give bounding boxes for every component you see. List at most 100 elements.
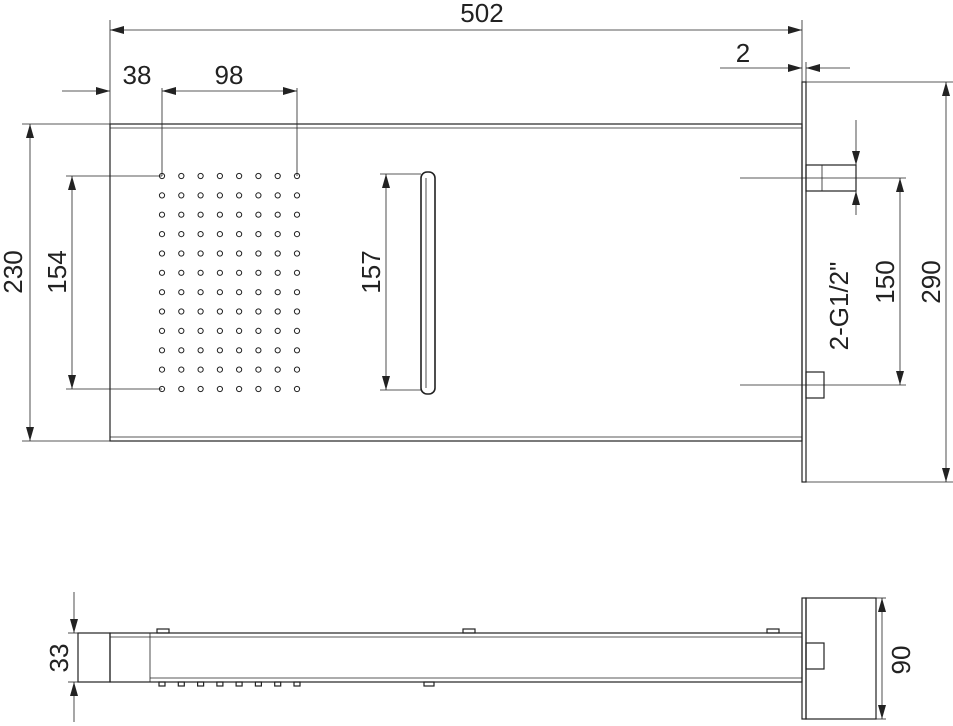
nozzle bbox=[255, 250, 262, 257]
nozzle bbox=[197, 231, 204, 238]
nozzle bbox=[216, 231, 223, 238]
nozzle bbox=[293, 231, 301, 238]
dim-side-thickness: 33 bbox=[44, 644, 74, 673]
nozzle bbox=[216, 347, 223, 354]
nozzle bbox=[255, 327, 262, 334]
nozzle bbox=[255, 385, 262, 393]
dim-plate-thickness: 2 bbox=[736, 38, 750, 68]
side-nozzle bbox=[274, 681, 282, 687]
nozzle bbox=[293, 192, 301, 199]
nozzle bbox=[255, 289, 262, 296]
dim-inlet-thread: 2-G1/2" bbox=[824, 262, 854, 351]
nozzle bbox=[274, 308, 281, 315]
nozzle bbox=[236, 269, 243, 276]
nozzle bbox=[158, 211, 166, 218]
nozzle bbox=[274, 231, 281, 238]
nozzle bbox=[236, 366, 243, 373]
side-nozzle bbox=[158, 681, 166, 687]
nozzle bbox=[178, 347, 185, 354]
nozzle bbox=[197, 289, 204, 296]
nozzle bbox=[236, 289, 243, 296]
nozzle bbox=[197, 211, 204, 218]
nozzle bbox=[236, 211, 243, 218]
nozzle bbox=[274, 172, 281, 180]
nozzle bbox=[197, 385, 204, 393]
nozzle bbox=[158, 231, 166, 238]
nozzle bbox=[216, 385, 223, 393]
nozzle bbox=[274, 250, 281, 257]
nozzle bbox=[293, 366, 301, 373]
nozzle bbox=[236, 327, 243, 334]
top-view-dimensions: 502 2 38 98 230 154 bbox=[0, 0, 953, 483]
nozzle bbox=[293, 385, 301, 393]
nozzle bbox=[236, 308, 243, 315]
nozzle bbox=[255, 366, 262, 373]
nozzle bbox=[158, 327, 166, 334]
nozzle bbox=[178, 289, 185, 296]
side-nozzle bbox=[177, 681, 185, 687]
side-inlet bbox=[805, 642, 825, 670]
nozzle bbox=[255, 192, 262, 199]
nozzle bbox=[274, 289, 281, 296]
nozzle bbox=[236, 172, 243, 180]
nozzle bbox=[216, 269, 223, 276]
nozzle-grid bbox=[158, 172, 301, 393]
nozzle bbox=[216, 250, 223, 257]
nozzle bbox=[274, 366, 281, 373]
side-end-block bbox=[77, 632, 111, 683]
nozzle bbox=[293, 269, 301, 276]
side-wall-plate-body bbox=[805, 597, 877, 720]
nozzle bbox=[178, 250, 185, 257]
nozzle bbox=[158, 347, 166, 354]
nozzle bbox=[216, 308, 223, 315]
nozzle bbox=[274, 327, 281, 334]
nozzle bbox=[274, 211, 281, 218]
nozzle bbox=[236, 385, 243, 393]
shower-panel-body bbox=[109, 123, 803, 442]
nozzle bbox=[255, 172, 262, 180]
nozzle bbox=[274, 192, 281, 199]
nozzle bbox=[255, 269, 262, 276]
dim-body-height: 230 bbox=[0, 250, 28, 293]
nozzle bbox=[216, 289, 223, 296]
nozzle bbox=[216, 172, 223, 180]
nozzle bbox=[236, 231, 243, 238]
nozzle bbox=[178, 211, 185, 218]
side-nozzle bbox=[216, 681, 224, 687]
side-body bbox=[109, 632, 803, 683]
dim-waterfall-slot-length: 157 bbox=[356, 250, 386, 293]
side-nozzles bbox=[158, 681, 301, 687]
nozzle bbox=[236, 250, 243, 257]
nozzle bbox=[255, 308, 262, 315]
dim-inlet-spacing: 150 bbox=[870, 260, 900, 303]
nozzle bbox=[178, 172, 185, 180]
dim-nozzle-grid-height: 154 bbox=[42, 250, 72, 293]
nozzle bbox=[216, 327, 223, 334]
nozzle bbox=[178, 269, 185, 276]
nozzle bbox=[255, 231, 262, 238]
dim-side-plate-height: 90 bbox=[886, 646, 916, 675]
nozzle bbox=[197, 250, 204, 257]
nozzle bbox=[197, 347, 204, 354]
side-view-dimensions: 33 90 bbox=[44, 592, 916, 722]
nozzle bbox=[255, 211, 262, 218]
side-nozzle bbox=[254, 681, 262, 687]
dim-overall-length: 502 bbox=[460, 0, 503, 28]
wall-plate bbox=[801, 81, 807, 483]
nozzle bbox=[178, 231, 185, 238]
nozzle bbox=[158, 308, 166, 315]
nozzle bbox=[197, 366, 204, 373]
nozzle bbox=[178, 192, 185, 199]
nozzle bbox=[178, 366, 185, 373]
nozzle bbox=[197, 192, 204, 199]
dim-offset-left: 38 bbox=[123, 60, 152, 90]
nozzle bbox=[197, 327, 204, 334]
nozzle bbox=[178, 308, 185, 315]
nozzle bbox=[274, 269, 281, 276]
nozzle bbox=[216, 192, 223, 199]
nozzle bbox=[293, 211, 301, 218]
nozzle bbox=[197, 172, 204, 180]
nozzle bbox=[158, 366, 166, 373]
dim-nozzle-grid-width: 98 bbox=[215, 60, 244, 90]
waterfall-slot bbox=[420, 171, 436, 395]
